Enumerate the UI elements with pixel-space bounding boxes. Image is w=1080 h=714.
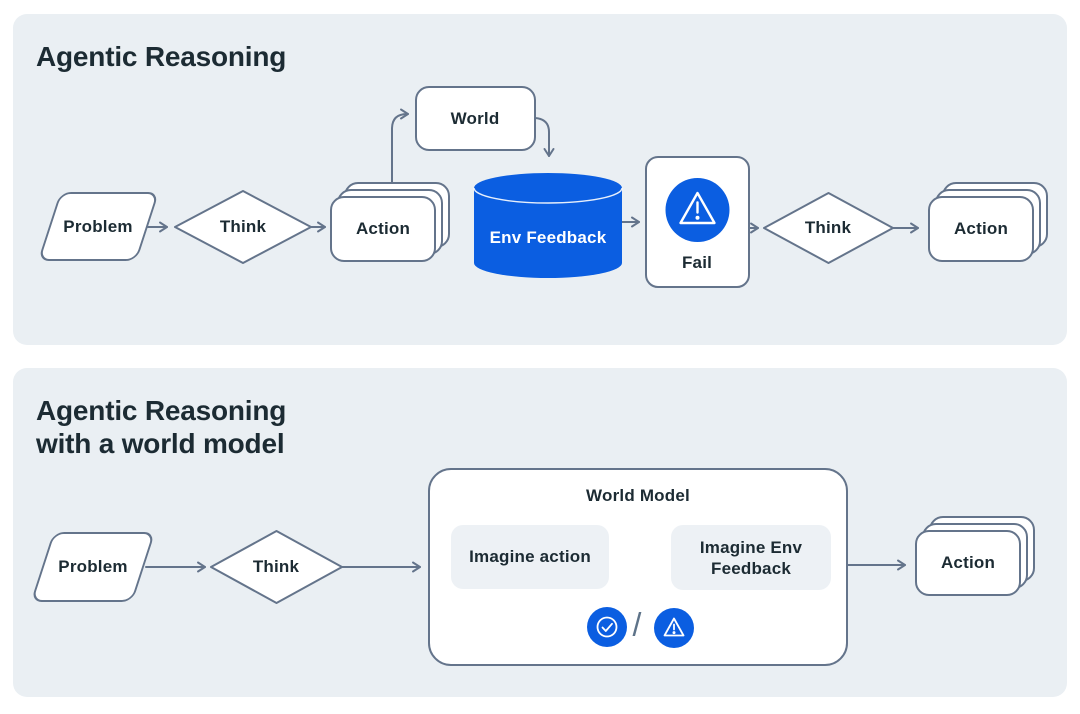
agentic-reasoning-flow-diagram	[40, 86, 1048, 288]
or-separator: /	[632, 606, 642, 643]
imagine-action-label: Imagine action	[469, 547, 591, 566]
env-feedback-cylinder	[473, 173, 623, 278]
world-label: World	[450, 109, 500, 128]
problem-parallelogram	[33, 532, 153, 602]
think-2-label: Think	[804, 218, 852, 237]
think-diamond	[174, 190, 312, 264]
action-label: Action	[940, 553, 996, 572]
think-label: Think	[219, 217, 267, 236]
arrow-world-to-env-feedback	[534, 117, 555, 157]
world-model-label: World Model	[586, 486, 690, 505]
imagine-action-box	[451, 525, 609, 589]
action-label: Action	[355, 219, 411, 238]
arrow-action-to-world	[391, 108, 409, 183]
problem-parallelogram	[40, 192, 157, 261]
imagine-env-feedback-box	[671, 525, 831, 590]
action-stack-card-front	[330, 196, 436, 262]
world-box	[415, 86, 536, 151]
panel-title: Agentic Reasoning	[36, 41, 287, 72]
think-diamond-2	[763, 192, 894, 264]
failure-badge	[654, 608, 694, 648]
warning-triangle-icon	[663, 617, 685, 637]
fail-warning-badge	[665, 178, 730, 242]
check-circle-icon	[596, 616, 618, 638]
warning-triangle-icon	[679, 191, 716, 225]
env-feedback-label: Env Feedback	[489, 228, 607, 247]
action-2-label: Action	[953, 219, 1009, 238]
think-label: Think	[252, 557, 300, 576]
imagine-env-feedback-label: Imagine Env Feedback	[699, 537, 803, 578]
panel-title-line-2: with a world model	[36, 428, 285, 459]
success-badge	[587, 607, 627, 647]
fail-label: Fail	[681, 253, 713, 272]
panel-agentic-reasoning: Agentic Reasoning	[13, 14, 1067, 345]
problem-label: Problem	[63, 217, 133, 236]
problem-label: Problem	[58, 557, 128, 576]
world-model-container	[428, 468, 848, 666]
action-stack-card-front	[915, 530, 1021, 596]
world-model-flow-diagram	[33, 468, 1035, 666]
action-stack-2-card-front	[928, 196, 1034, 262]
panel-title-line-1: Agentic Reasoning	[36, 395, 287, 426]
panel-title: Agentic Reasoning with a world model	[36, 394, 286, 460]
think-diamond	[210, 530, 343, 604]
panel-agentic-reasoning-world-model: Agentic Reasoning with a world model	[13, 368, 1067, 697]
